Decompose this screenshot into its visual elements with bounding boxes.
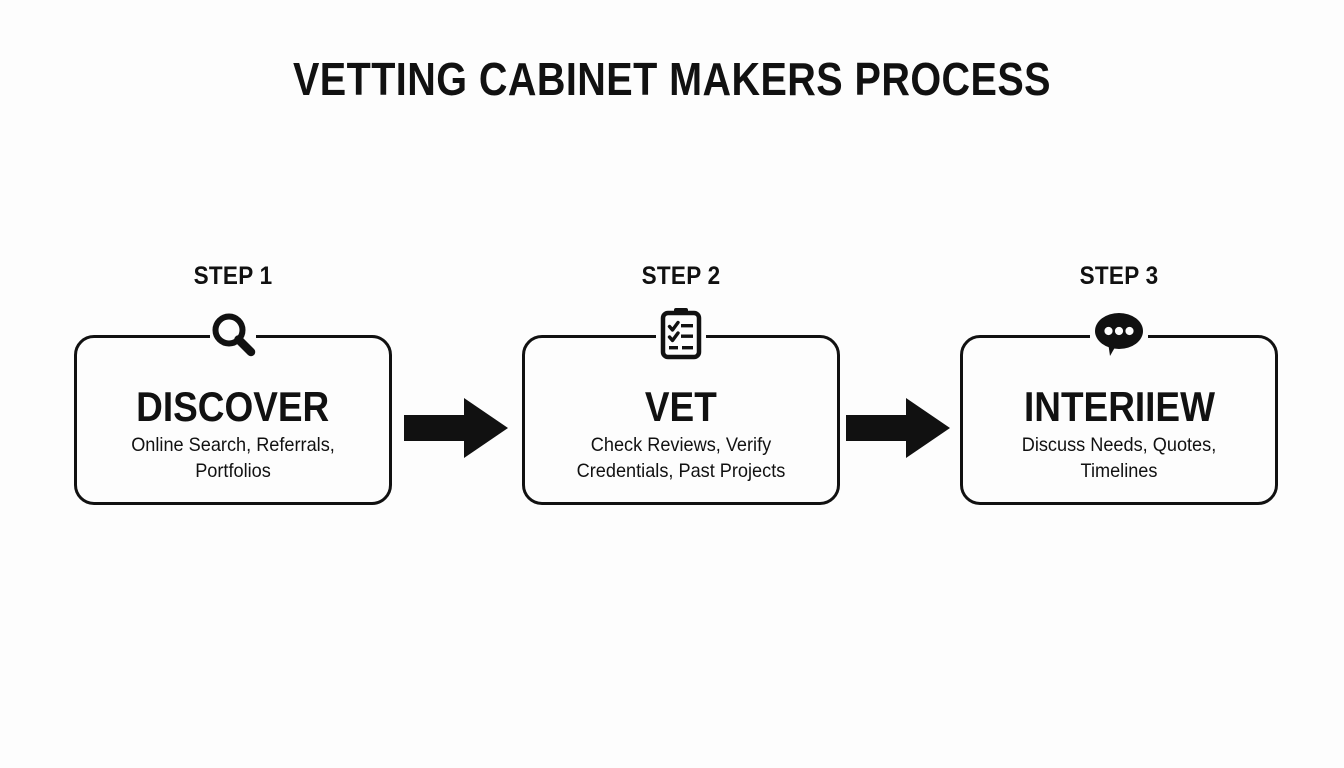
step-card-2[interactable]: STEP 2 VET Check Reviews, Verify Credent…: [522, 262, 840, 512]
step-label-2: STEP 2: [641, 262, 721, 290]
clipboard-checklist-icon: [650, 304, 712, 366]
step-card-3[interactable]: STEP 3 INTERIIEW Discuss Needs, Quotes, …: [960, 262, 1278, 512]
step-description-3: Discuss Needs, Quotes, Timelines: [1021, 434, 1217, 482]
speech-bubble-icon: [1088, 304, 1150, 366]
step-card-1[interactable]: STEP 1 DISCOVER Online Search, Referrals…: [74, 262, 392, 512]
step-heading-2: VET: [645, 383, 717, 430]
step-box-2: VET Check Reviews, Verify Credentials, P…: [522, 335, 840, 505]
step-box-1: DISCOVER Online Search, Referrals, Portf…: [74, 335, 392, 505]
arrow-step1-to-step2: [404, 398, 508, 458]
step-box-3: INTERIIEW Discuss Needs, Quotes, Timelin…: [960, 335, 1278, 505]
step-description-1: Online Search, Referrals, Portfolios: [131, 434, 335, 482]
step-heading-1: DISCOVER: [136, 383, 330, 430]
page-title: VETTING CABINET MAKERS PROCESS: [292, 53, 1052, 105]
step-heading-3: INTERIIEW: [1023, 383, 1215, 430]
magnifying-glass-icon: [202, 304, 264, 366]
step-label-1: STEP 1: [193, 262, 273, 290]
arrow-step2-to-step3: [846, 398, 950, 458]
process-flow: STEP 1 DISCOVER Online Search, Referrals…: [0, 262, 1344, 512]
step-label-3: STEP 3: [1079, 262, 1159, 290]
step-description-2: Check Reviews, Verify Credentials, Past …: [576, 434, 786, 482]
